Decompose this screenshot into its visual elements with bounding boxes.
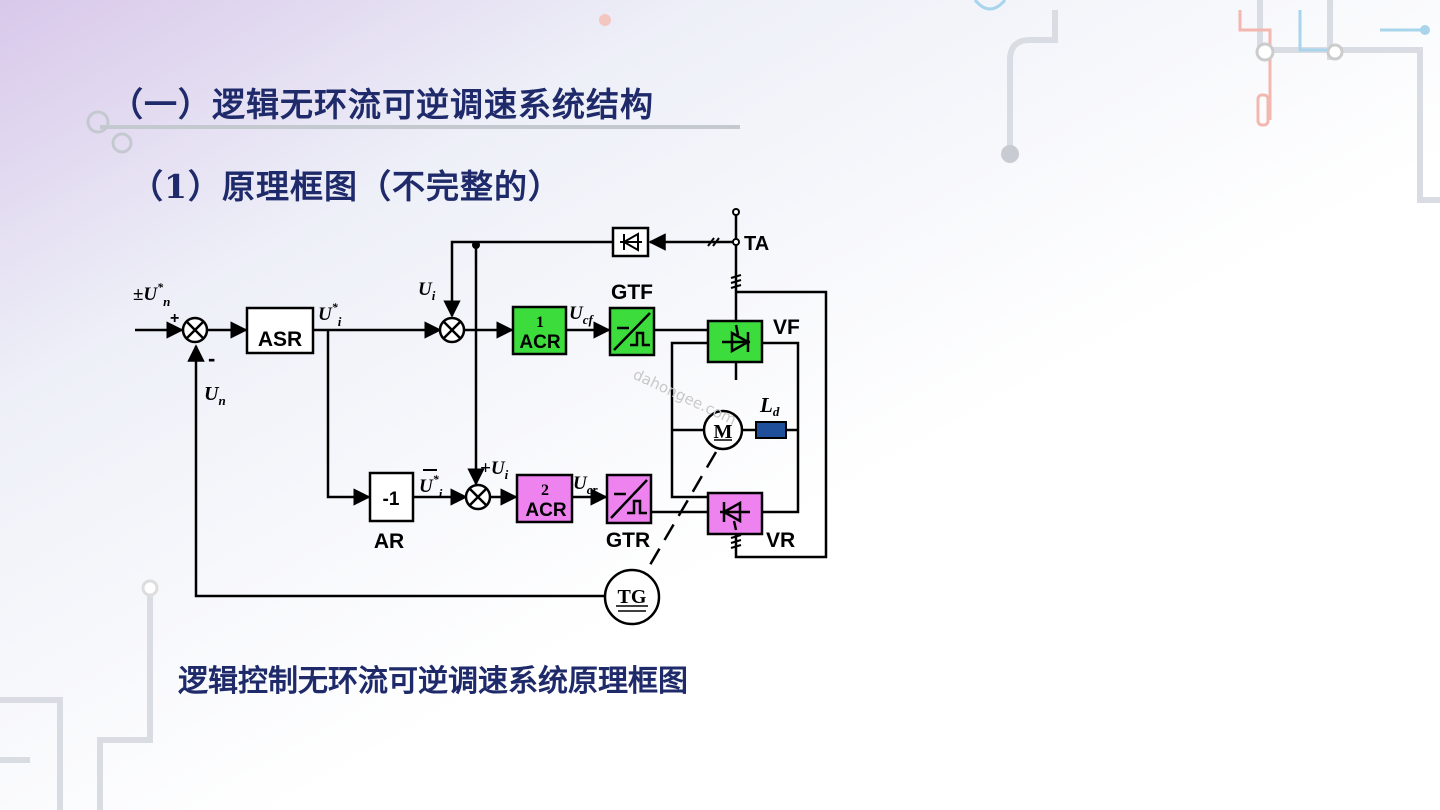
input-signal-label: ±U*n: [133, 280, 170, 309]
diagram-caption: 逻辑控制无环流可逆调速系统原理框图: [178, 664, 688, 699]
inductor-ld: [755, 421, 787, 439]
ucf-label: Ucf: [569, 303, 595, 327]
asr-label: ASR: [258, 328, 302, 351]
sum-junction-current-forward: [438, 316, 466, 344]
ld-label: Ld: [759, 393, 780, 419]
acr1-number: 1: [536, 314, 544, 331]
tg-label: TG: [618, 586, 647, 608]
minus-sign: -: [208, 346, 215, 371]
asr-output-label: U*i: [318, 300, 342, 329]
acr1-block: [511, 305, 568, 356]
ucr-label: Ucr: [573, 473, 599, 497]
motor-label: M: [714, 421, 733, 443]
motor: [702, 409, 744, 451]
acr2-label: ACR: [525, 500, 566, 521]
plus-ui-label: +Ui: [480, 458, 509, 482]
ar-label: AR: [374, 530, 404, 553]
feedback-un-label: Un: [204, 383, 226, 408]
sum-junction-speed: [181, 316, 209, 344]
slide-subtitle: （1）原理框图（不完整的）: [130, 167, 562, 206]
sum-junction-current-reverse: [464, 483, 492, 511]
watermark: dahongee.com: [630, 365, 739, 429]
ar-output-label: U*i: [419, 472, 443, 501]
plus-sign: +: [170, 310, 179, 327]
slide-title: （一）逻辑无环流可逆调速系统结构: [110, 85, 654, 124]
gtr-label: GTR: [606, 529, 650, 552]
asr-block: [245, 306, 315, 355]
tachogenerator: [603, 568, 661, 626]
acr2-number: 2: [541, 482, 549, 499]
ta-label: TA: [744, 233, 769, 255]
gtf-label: GTF: [611, 281, 653, 304]
vf-label: VF: [773, 316, 800, 339]
ar-box-label: -1: [383, 489, 400, 510]
acr2-block: [515, 473, 574, 524]
ar-block: [368, 471, 415, 523]
vr-label: VR: [766, 529, 795, 552]
ui-label: Ui: [418, 279, 436, 303]
vr-block: [706, 491, 764, 536]
acr1-label: ACR: [519, 332, 560, 353]
